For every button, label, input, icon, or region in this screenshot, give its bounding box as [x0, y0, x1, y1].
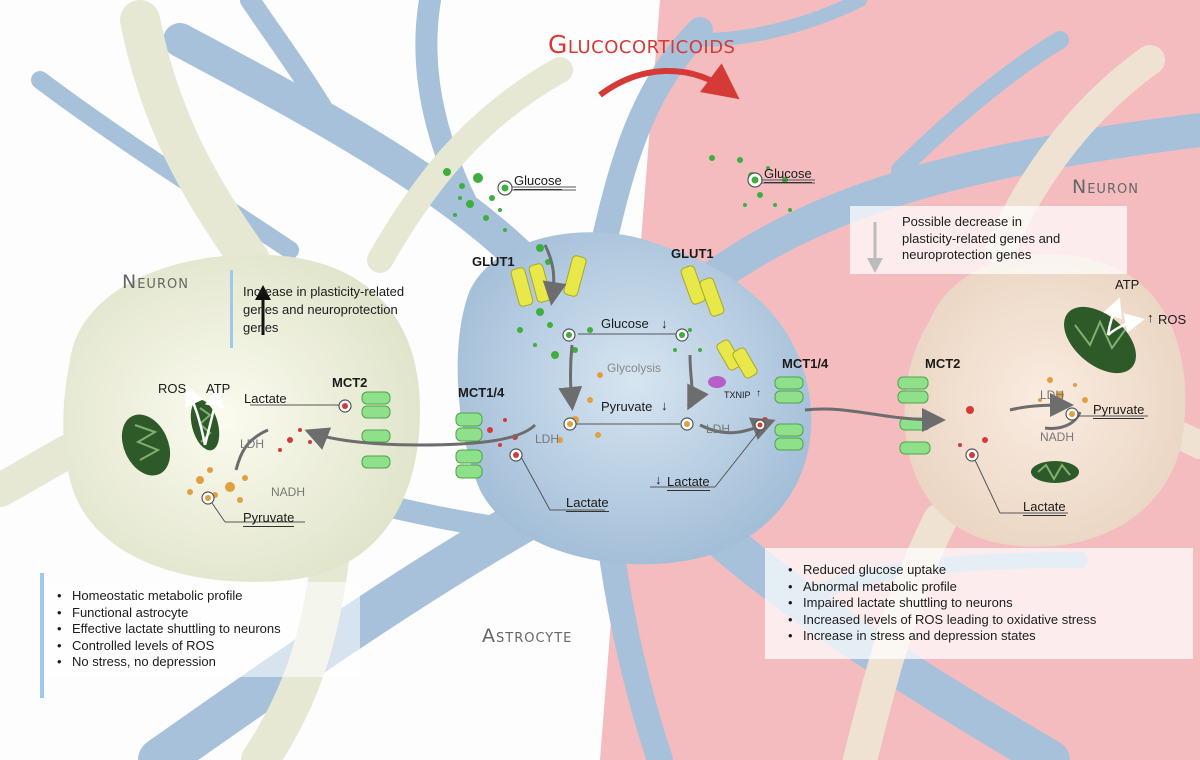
summary-left-item: Functional astrocyte [52, 605, 352, 622]
mct2-label-left: MCT2 [332, 375, 368, 390]
summary-left-item: No stress, no depression [52, 654, 352, 671]
gene-note-right-line-1: Possible decrease in [902, 214, 1022, 229]
gene-note-left-line-3: genes [243, 320, 279, 335]
glut1-label-right: GLUT1 [671, 246, 714, 261]
label-connectors [209, 179, 1148, 523]
ros-label-right: ROS [1158, 312, 1187, 327]
neuron-label-left: Neuron [122, 271, 189, 293]
glucocorticoid-arrow [598, 63, 740, 100]
mct1-4-transporter-left [455, 412, 483, 479]
gene-note-right-line-3: neuroprotection genes [902, 247, 1032, 262]
glycolysis-label: Glycolysis [607, 361, 662, 375]
ros-increase-arrow: ↑ [1147, 310, 1154, 325]
gene-note-left: Increase in plasticity-related genes and… [243, 283, 404, 337]
ldh-label-astrocyte-right: LDH [706, 422, 731, 436]
ldh-label-neuron-left: LDH [240, 437, 265, 451]
summary-left-item: Homeostatic metabolic profile [52, 588, 352, 605]
summary-right-item: Impaired lactate shuttling to neurons [783, 595, 1183, 612]
mct1-4-label-right: MCT1/4 [782, 356, 829, 371]
lactate-label-astrocyte-right: Lactate [667, 474, 710, 491]
summary-right-item: Reduced glucose uptake [783, 562, 1183, 579]
gene-note-right-line-2: plasticity-related genes and [902, 230, 1061, 246]
lactate-decrease-arrow: ↓ [655, 472, 662, 487]
glucose-label-top-right: Glucose [764, 166, 812, 183]
glut1-label-left: GLUT1 [472, 254, 515, 269]
summary-right-list: Reduced glucose uptake Abnormal metaboli… [783, 562, 1183, 645]
summary-left-list: Homeostatic metabolic profile Functional… [52, 588, 352, 671]
nadh-label-right: NADH [1040, 430, 1075, 444]
mitochondrion-right-2 [1031, 461, 1079, 483]
pyruvate-label-neuron-left: Pyruvate [243, 510, 295, 527]
mct2-label-right: MCT2 [925, 356, 961, 371]
mitochondrion-right-1 [1064, 306, 1136, 374]
gene-note-left-line-2: genes and neuroprotection [243, 302, 398, 317]
txnip-protein [708, 376, 726, 388]
lactate-label-neuron-left: Lactate [244, 391, 287, 406]
molecule-centers [205, 176, 1075, 501]
summary-right: Reduced glucose uptake Abnormal metaboli… [765, 548, 1193, 659]
glucocorticoids-title: Glucocorticoids [548, 30, 736, 59]
mitochondrion-left-1 [121, 414, 171, 476]
ldh-label-astrocyte-left: LDH [535, 432, 560, 446]
pyruvate-decrease-arrow: ↓ [661, 398, 668, 413]
mct2-transporter-left [361, 391, 391, 469]
ros-label-left: ROS [158, 381, 187, 396]
txnip-label: TXNIP [724, 390, 751, 400]
glucose-label-top-left: Glucose [514, 173, 562, 190]
neuron-label-right: Neuron [1072, 176, 1139, 198]
gene-note-left-accent [230, 270, 233, 348]
mct2-transporter-right [897, 376, 931, 455]
summary-left: Homeostatic metabolic profile Functional… [44, 582, 360, 677]
gene-note-right-box: Possible decrease in plasticity-related … [850, 206, 1127, 274]
atp-ros-arrows [185, 297, 1145, 446]
up-arrow-icon [255, 285, 271, 335]
pathway-arrows [234, 244, 1082, 471]
astrocyte-label: Astrocyte [482, 625, 573, 647]
summary-right-item: Increased levels of ROS leading to oxida… [783, 612, 1183, 629]
molecule-glyphs [201, 172, 1079, 505]
glucose-decrease-arrow: ↓ [661, 316, 668, 331]
pyruvate-label-neuron-right: Pyruvate [1093, 402, 1145, 419]
gene-note-left-line-1: Increase in plasticity-related [243, 284, 405, 299]
lactate-label-neuron-right: Lactate [1023, 499, 1066, 516]
txnip-increase-arrow: ↑ [756, 388, 761, 399]
atp-label-right: ATP [1115, 277, 1140, 292]
nadh-label-left: NADH [271, 485, 306, 499]
summary-left-accent [40, 573, 44, 698]
glucose-particles-left [443, 168, 593, 359]
glut1-transporter-right [680, 265, 758, 379]
pyruvate-label-astrocyte: Pyruvate [601, 399, 653, 414]
mct1-4-transporter-right [774, 376, 804, 451]
ldh-label-neuron-right: LDH [1040, 388, 1065, 402]
summary-left-item: Controlled levels of ROS [52, 638, 352, 655]
glucose-inner-left: Glucose [601, 316, 649, 331]
summary-right-item: Increase in stress and depression states [783, 628, 1183, 645]
summary-left-item: Effective lactate shuttling to neurons [52, 621, 352, 638]
lactate-label-astrocyte-left: Lactate [566, 495, 609, 512]
atp-label-left: ATP [206, 381, 231, 396]
astrocyte-body [457, 232, 812, 565]
summary-right-item: Abnormal metabolic profile [783, 579, 1183, 596]
mct1-4-label-left: MCT1/4 [458, 385, 505, 400]
